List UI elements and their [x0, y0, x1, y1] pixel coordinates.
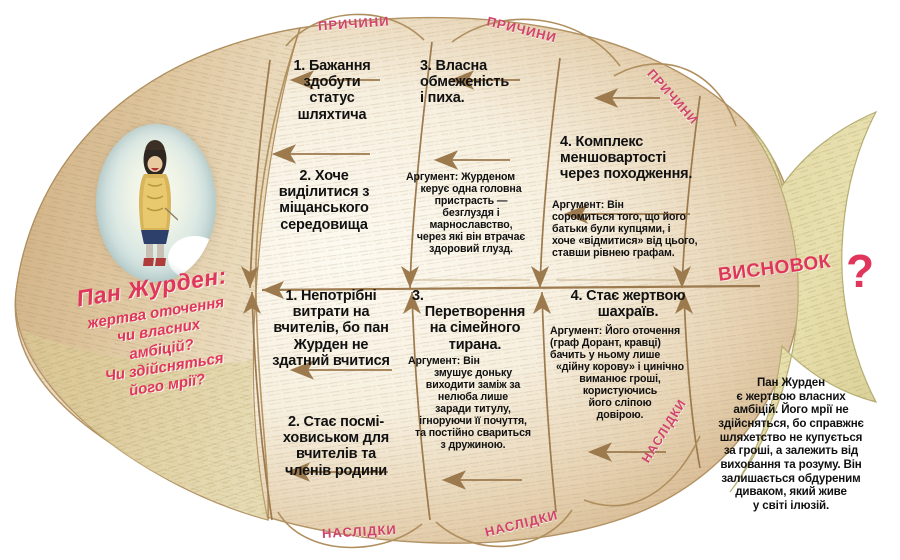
cause-3-argument-line-7: здоровий глузд.	[429, 242, 513, 255]
cause-bones	[249, 41, 701, 289]
conclusion-line-5: шляхетство не купується	[719, 430, 863, 444]
cause-3-title-line-1: 3. Власна	[420, 58, 487, 74]
conclusion-line-1: Пан Журден	[757, 376, 825, 389]
effect-3-title: 3. Перетворення на сімейного тирана.	[412, 288, 538, 353]
effect-4-title-line-2: шахраїв.	[597, 304, 659, 321]
effect-1-title-line-3: вчителів, бо пан	[273, 320, 389, 337]
cause-2-title-line-2: виділитися з	[278, 184, 370, 201]
conclusion-line-6: за гроші, а залежить від	[723, 444, 859, 458]
effect-3-argument-line-3: виходити заміж за	[425, 378, 521, 391]
conclusion-line-3: амбіцій. Його мрії не	[733, 403, 849, 417]
conclusion-line-7: виховання та розуму. Він	[720, 458, 862, 472]
fish-tail	[729, 110, 878, 493]
cause-3-title: 3. Власна обмеженість і пиха.	[420, 58, 560, 107]
effect-3-title-line-1: 3.	[412, 288, 424, 304]
cause-1-title: 1. Бажання здобути статус шляхтича	[262, 58, 402, 123]
cause-4-title-line-2: меншовартості	[560, 150, 667, 167]
effect-4-argument-line-4: «дійну корову» і цинічно	[556, 360, 684, 373]
effect-4-title-line-1: 4. Стає жертвою	[570, 288, 686, 304]
conclusion-line-10: у світі ілюзій.	[752, 499, 830, 513]
jourdain-figure-icon	[139, 140, 178, 266]
effect-3-argument-line-7: та постійно свариться	[415, 426, 531, 439]
cause-3-argument-line-1: Журденом	[461, 171, 515, 183]
cause-3-argument-line-2: керує одна головна	[420, 182, 522, 195]
conclusion-line-9: диваком, який живе	[735, 485, 847, 499]
effect-3-title-line-3: на сімейного	[429, 320, 521, 337]
effect-4-title: 4. Стає жертвою шахраїв.	[552, 288, 704, 320]
effect-3-argument: Аргумент: Він змушує доньку виходити зам…	[408, 355, 538, 452]
effect-4-argument-line-6: користуючись	[582, 384, 658, 397]
cause-4-argument-line-2: соромиться того, що його	[552, 210, 686, 223]
cause-4-argument-label: Аргумент:	[552, 199, 605, 211]
cause-3-argument: Аргумент: Журденом керує одна головна пр…	[406, 171, 536, 256]
effect-2-title: 2. Стає посмі- ховиськом для вчителів та…	[262, 414, 410, 479]
effect-4-argument-label: Аргумент:	[550, 325, 603, 337]
cause-ribbon-arcs	[285, 13, 737, 127]
effect-4-argument: Аргумент: Його оточення (граф Дорант, кр…	[550, 325, 690, 422]
conclusion-text: Пан Журден є жертвою власних амбіцій. Йо…	[688, 376, 894, 513]
effect-4-argument-line-1: Його оточення	[605, 325, 681, 337]
effect-3-title-line-2: Перетворення	[424, 304, 526, 321]
fish-eye	[96, 124, 216, 282]
cause-3-argument-line-5: марнославство,	[429, 218, 513, 231]
sub-arrows	[271, 70, 690, 490]
effect-2-title-line-3: вчителів та	[295, 446, 376, 463]
cause-2-title: 2. Хоче виділитися з міщанського середов…	[248, 168, 400, 233]
effect-3-argument-line-8: з дружиною.	[440, 438, 506, 451]
cause-4-argument-line-4: хоче «відмитися» від цього,	[552, 234, 698, 247]
conclusion-line-4: здійсняться, бо справжнє	[718, 417, 864, 431]
conclusion-question-mark: ?	[846, 245, 875, 297]
cause-2-title-line-3: міщанського	[279, 200, 369, 217]
effect-4-argument-line-5: виманює гроші,	[579, 372, 661, 385]
cause-3-argument-line-3: пристрасть —	[434, 194, 508, 207]
effect-1-title: 1. Непотрібні витрати на вчителів, бо па…	[252, 288, 410, 369]
effect-2-title-line-2: ховиськом для	[282, 430, 390, 447]
cause-1-title-line-1: 1. Бажання	[293, 58, 371, 74]
effect-4-argument-line-8: довірою.	[596, 408, 644, 421]
cause-1-title-line-2: здобути	[303, 74, 361, 91]
effect-3-title-line-4: тирана.	[448, 336, 502, 353]
cause-4-title-line-1: 4. Комплекс	[560, 134, 644, 150]
effect-4-argument-line-3: бачить у ньому лише	[550, 348, 661, 361]
effect-3-argument-line-6: ігноруючи її почуття,	[419, 414, 527, 427]
cause-4-argument-line-1: Він	[607, 199, 624, 211]
cause-3-argument-label: Аргумент:	[406, 171, 459, 183]
effect-ribbon-arcs	[277, 435, 701, 549]
effect-2-title-line-1: 2. Стає посмі-	[287, 414, 385, 430]
fish-spine	[261, 281, 761, 299]
effect-1-title-line-5: здатний вчитися	[272, 352, 390, 369]
effect-3-argument-line-1: Він	[463, 355, 480, 367]
cause-3-argument-line-4: безглуздя і	[442, 206, 500, 219]
effect-4-argument-line-2: (граф Дорант, кравці)	[550, 336, 661, 349]
cause-bone-arrowheads	[241, 266, 691, 288]
eye-highlight	[168, 236, 216, 280]
effect-1-title-line-2: витрати на	[292, 304, 370, 321]
effect-1-title-line-1: 1. Непотрібні	[285, 288, 377, 304]
effect-1-title-line-4: Журден не	[293, 336, 369, 353]
effect-3-argument-label: Аргумент:	[408, 355, 461, 367]
effect-4-argument-line-7: його сліпою	[588, 396, 652, 409]
effect-2-title-line-4: членів родини	[285, 462, 387, 479]
cause-3-title-line-3: і пиха.	[420, 90, 465, 107]
cause-1-title-line-3: статус	[309, 90, 355, 107]
conclusion-line-8: залишається обдуреним	[721, 471, 861, 485]
cause-4-title: 4. Комплекс меншовартості через походжен…	[560, 134, 732, 183]
cause-3-argument-line-6: через які він втрачає	[416, 230, 526, 243]
effect-3-argument-line-5: заради титулу,	[435, 402, 511, 415]
cause-1-title-line-4: шляхтича	[297, 106, 367, 123]
effect-3-argument-line-2: змушує доньку	[433, 366, 513, 379]
cause-4-argument: Аргумент: Він соромиться того, що його б…	[552, 199, 704, 260]
conclusion-line-2: є жертвою власних	[736, 389, 846, 403]
cause-3-title-line-2: обмеженість	[420, 74, 510, 91]
cause-4-title-line-3: через походження.	[560, 166, 693, 183]
effect-bones	[251, 291, 701, 521]
cause-4-argument-line-3: батьки були купцями, і	[552, 222, 671, 235]
cause-4-argument-line-5: ставши рівнею графам.	[552, 246, 675, 259]
effect-bone-arrowheads	[243, 292, 693, 314]
effect-3-argument-line-4: нелюба лише	[437, 390, 509, 403]
cause-2-title-line-1: 2. Хоче	[299, 168, 349, 184]
cause-2-title-line-4: середовища	[280, 216, 368, 233]
